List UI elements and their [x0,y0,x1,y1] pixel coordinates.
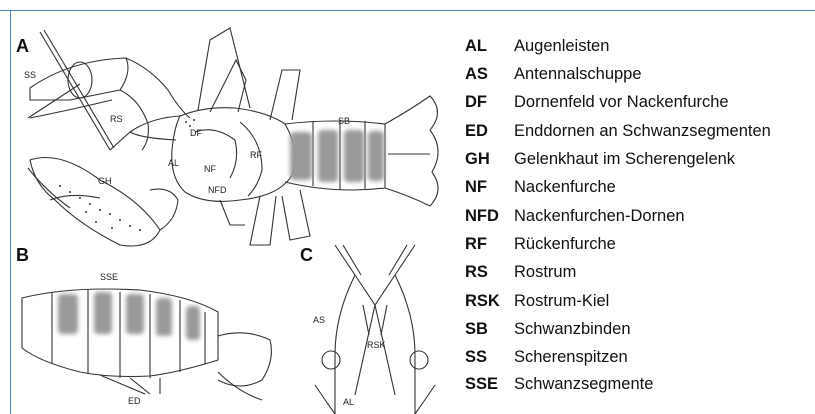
legend-desc: Rostrum [514,263,576,282]
callout-df: DF [190,128,202,138]
rostrum-detail-illustration: AS RSK AL [295,245,455,414]
rostrum-detail-outline [315,245,435,414]
legend-abbr: NFD [465,207,499,226]
legend-abbr: DF [465,93,487,112]
legend-desc: Augenleisten [514,37,609,56]
tail-bands-b [58,292,200,340]
legend-desc: Rückenfurche [514,235,616,254]
callout-ed: ED [128,396,141,406]
callout-al: AL [168,158,179,168]
panel-c-callouts: AS RSK AL [313,315,386,407]
legend-abbr: ED [465,122,488,141]
callout-al-c: AL [343,397,354,407]
legend-desc: Antennalschuppe [514,65,642,84]
legend-abbr: SS [465,348,487,367]
legend-abbr: RSK [465,292,500,311]
tail-bands-a [290,130,384,182]
legend-desc: Gelenkhaut im Scherengelenk [514,150,735,169]
callout-sb: SB [338,116,350,126]
legend-desc: Dornenfeld vor Nackenfurche [514,93,729,112]
legend-desc: Schwanzbinden [514,320,631,339]
legend-abbr: RF [465,235,487,254]
legend-abbr: SSE [465,375,498,394]
legend-desc: Rostrum-Kiel [514,292,609,311]
callout-as: AS [313,315,325,325]
legend-desc: Enddornen an Schwanzsegmenten [514,122,771,141]
callout-gh: GH [98,176,112,186]
callout-nf: NF [204,164,216,174]
legend-abbr: AS [465,65,488,84]
legend-abbr: SB [465,320,488,339]
legend-abbr: RS [465,263,488,282]
legend-desc: Nackenfurchen-Dornen [514,207,685,226]
callout-sse: SSE [100,272,118,282]
callout-rs: RS [110,114,123,124]
callout-nfd: NFD [208,185,227,195]
legend-desc: Nackenfurche [514,178,616,197]
legend-abbr: NF [465,178,487,197]
callout-rsk: RSK [367,340,386,350]
legend-desc: Schwanzsegmente [514,375,653,394]
callout-rf: RF [250,150,262,160]
legend-desc: Scherenspitzen [514,348,628,367]
legend-abbr: GH [465,150,490,169]
callout-ss: SS [24,70,36,80]
legend-abbr: AL [465,37,487,56]
